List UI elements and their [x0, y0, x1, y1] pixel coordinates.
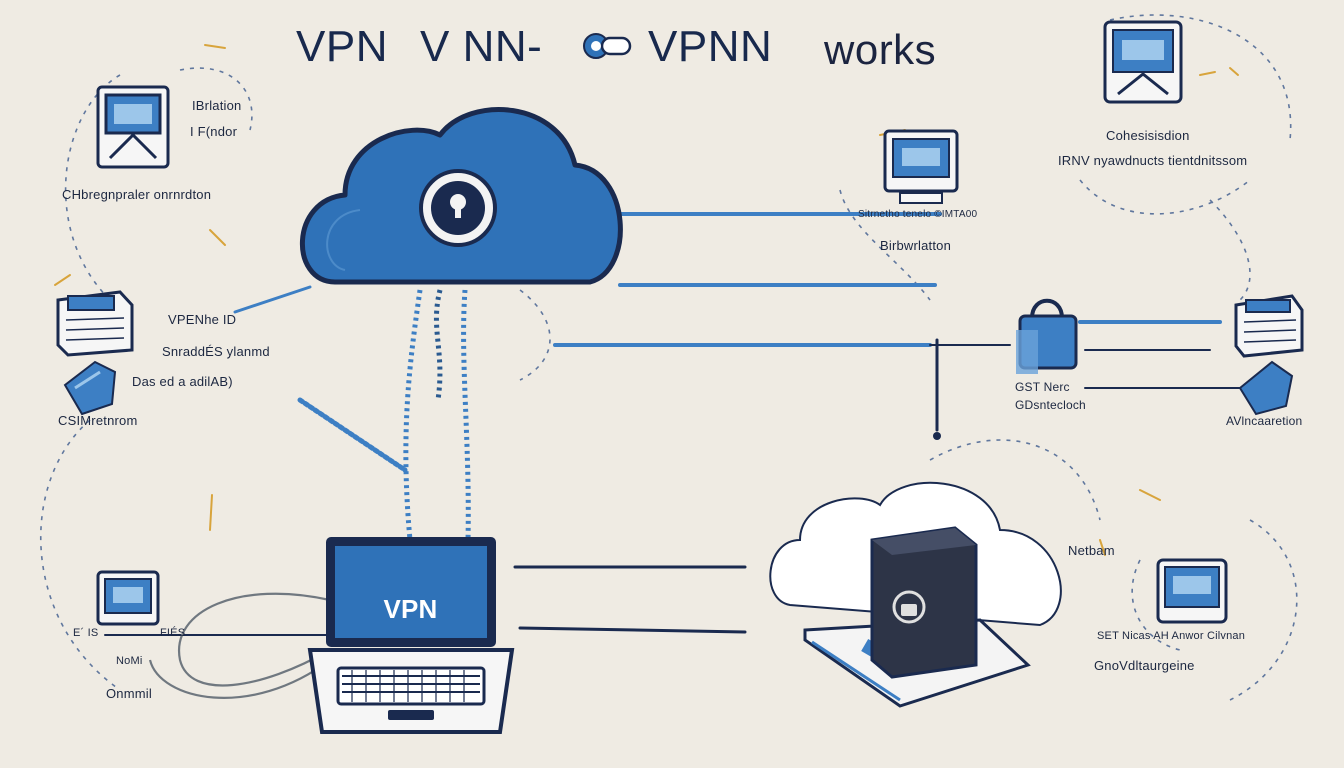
label-right-mid-a: GST Nerc	[1015, 380, 1070, 394]
monitor-icon-bottom-right	[1156, 558, 1228, 624]
shield-icon-right	[1238, 360, 1294, 416]
label-left-mid-c: Das ed a adilAB)	[132, 374, 233, 389]
lock-icon-right	[1016, 298, 1078, 374]
label-bottom-right-b: SET Nicas AH Anwor Cilvnan	[1097, 630, 1246, 642]
dashed-arcs	[40, 14, 1298, 701]
label-center-right-a: Sitrnetho tenelo ©IMTA00	[858, 209, 978, 220]
monitor-icon-top-left	[96, 85, 170, 169]
padlock-icon	[892, 590, 926, 624]
monitor-icon-bottom-left	[96, 570, 160, 626]
title-part-1: VPN	[296, 22, 388, 71]
gray-cable	[148, 592, 331, 699]
gold-accents	[54, 44, 1239, 556]
label-left-mid-a: VPENhe ID	[168, 312, 237, 327]
label-center-right-b: Birbwrlatton	[880, 238, 952, 253]
monitor-icon-top-right	[1103, 20, 1183, 104]
laptop	[307, 537, 515, 734]
label-right-mid-b: GDsntecloch	[1015, 398, 1086, 412]
label-bottom-left-b: FIÉS	[160, 627, 186, 639]
label-top-right-a: Cohesisisdion	[1106, 128, 1190, 143]
title-part-2: V NN-	[420, 22, 543, 71]
label-bottom-left-c: NoMi	[116, 655, 143, 667]
label-top-left-b: I F(ndor	[190, 124, 238, 139]
connection-lines	[104, 212, 1241, 636]
server-icon-right	[1234, 294, 1304, 358]
label-bottom-left-d: Onmmil	[106, 686, 152, 701]
server-cloud	[769, 481, 1062, 708]
label-left-low: CSIMretnrom	[58, 413, 138, 428]
shield-icon-left	[63, 360, 117, 416]
printer-icon-left	[56, 290, 134, 357]
label-right-mid-c: AVlncaaretion	[1226, 414, 1303, 428]
label-left-upper: CHbregnpraler onrnrdton	[62, 187, 212, 202]
label-bottom-left-a: E´ IS	[73, 627, 99, 639]
label-bottom-right-a: Netbam	[1068, 543, 1115, 558]
label-top-left-a: IBrlation	[192, 98, 242, 113]
monitor-icon-center-right	[883, 129, 959, 204]
keyhole-lock-icon	[419, 169, 497, 247]
laptop-screen-label: VPN	[383, 594, 438, 624]
title-part-3: VPNN	[648, 22, 773, 71]
device-icons	[56, 20, 1304, 626]
label-left-mid-b: SnraddÉS ylanmd	[162, 344, 270, 359]
title-part-4: works	[824, 26, 937, 73]
secure-cloud	[300, 107, 623, 285]
diagram-title: VPN V NN- VPNN works	[296, 22, 996, 82]
plug-icon	[576, 24, 636, 79]
label-top-right-b: IRNV nyawdnucts tientdnitssom	[1058, 153, 1248, 168]
vpn-cable	[403, 289, 471, 541]
label-bottom-right-c: GnoVdltaurgeine	[1094, 658, 1195, 673]
